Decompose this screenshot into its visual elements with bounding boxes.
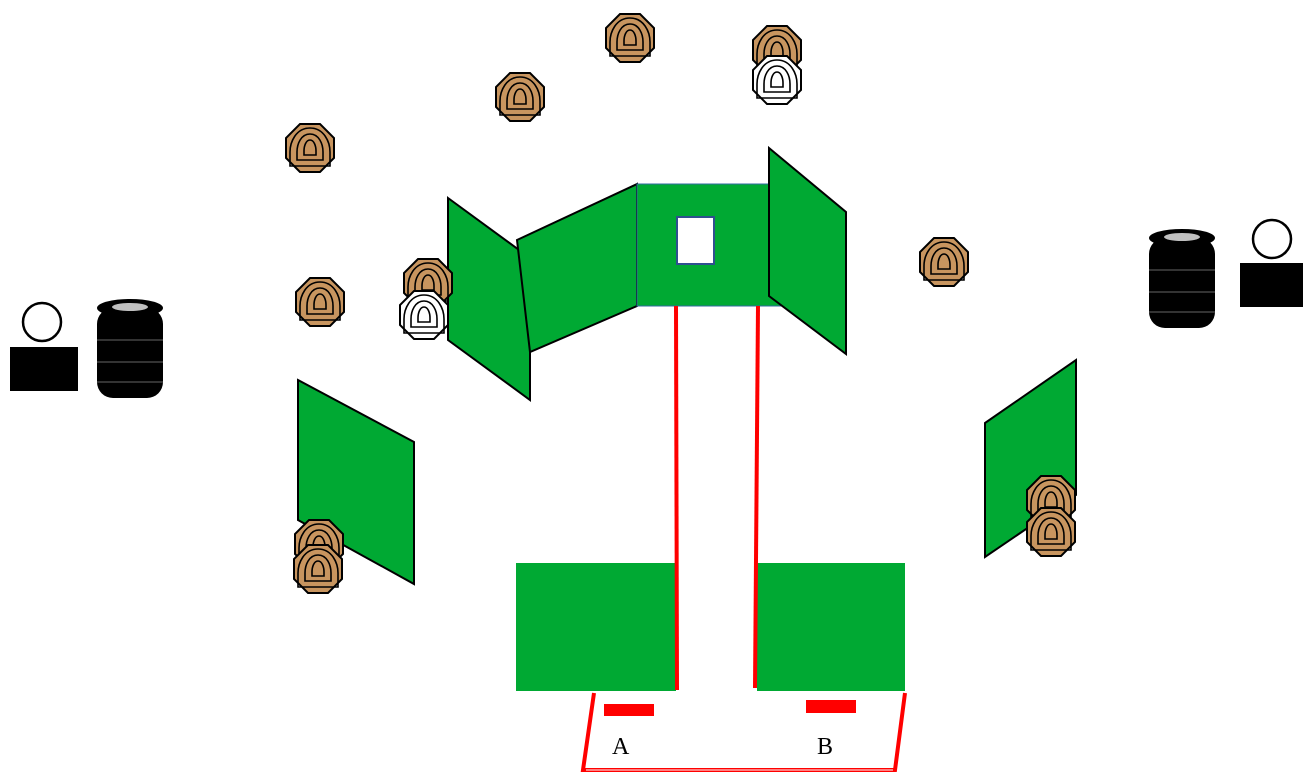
octagon-target-icon [605, 13, 655, 63]
wall-window [676, 216, 715, 265]
fault-line-right [753, 305, 760, 689]
octagon-target-icon [295, 277, 345, 327]
octagon-target-icon [293, 544, 343, 594]
start-marker-a [604, 704, 654, 716]
start-marker-b [806, 700, 856, 713]
barrel-stack-icon [1148, 228, 1216, 329]
barrel-stack-icon [96, 298, 164, 399]
wall-left-angled [447, 196, 531, 402]
no-shoot-target-icon [399, 290, 449, 340]
wall-left-front [515, 182, 638, 354]
position-label-a: A [612, 734, 630, 760]
steel-popper-icon [1240, 218, 1303, 307]
no-shoot-target-icon [752, 55, 802, 105]
wall-right-angled [768, 145, 847, 357]
octagon-target-icon [495, 72, 545, 122]
fault-line-left [674, 305, 679, 691]
octagon-target-icon [919, 237, 969, 287]
steel-popper-icon [10, 301, 78, 391]
wall-start-right [757, 563, 905, 691]
octagon-target-icon [285, 123, 335, 173]
position-label-b: B [817, 734, 833, 760]
wall-start-left [516, 563, 676, 691]
octagon-target-icon [1026, 507, 1076, 557]
